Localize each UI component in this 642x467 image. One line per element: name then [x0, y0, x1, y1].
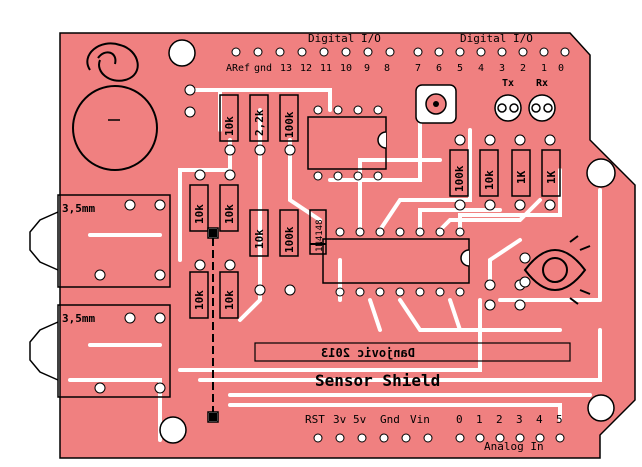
buzzer-circle — [72, 85, 158, 171]
resistor-low-1: 10k — [189, 271, 209, 319]
diode-value: 1N4148 — [315, 219, 325, 252]
led-tx-icon — [494, 94, 522, 122]
logo-sketch-icon — [86, 42, 139, 82]
pin-label: 5v — [353, 413, 367, 426]
mounting-hole-top-left — [168, 39, 196, 67]
pin-label: 9 — [364, 63, 370, 74]
pin-label: 3v — [333, 413, 347, 426]
pin-label: 2 — [520, 63, 526, 74]
resistor-right-1: 100k — [449, 149, 469, 197]
rx-label: Rx — [536, 78, 548, 89]
pin-label: 4 — [536, 413, 543, 426]
resistor-value: 10k — [253, 229, 266, 249]
resistor-upper-3: 100k — [279, 94, 299, 142]
pin-label: 8 — [384, 63, 390, 74]
power-header-pads — [313, 433, 433, 443]
mounting-hole-top-right — [586, 158, 616, 188]
ic-8pin — [307, 105, 387, 181]
audio-jack-upper: 3,5mm — [29, 194, 171, 288]
board-title: Sensor Shield — [315, 371, 440, 390]
resistor-value: 10k — [223, 290, 236, 310]
digital-io-label-right: Digital I/O — [460, 32, 533, 45]
credit-text: Danjovic 2013 — [321, 346, 415, 360]
pin-label: 4 — [478, 63, 484, 74]
mounting-hole-bottom-right — [587, 394, 615, 422]
pin-label: 7 — [415, 63, 421, 74]
pin-label: gnd — [254, 63, 272, 74]
pin-label: RST — [305, 413, 325, 426]
resistor-right-4: 1K — [541, 149, 561, 197]
digital-io-label-left: Digital I/O — [308, 32, 381, 45]
pushbutton-icon — [415, 84, 457, 124]
analog-pin-labels: 0 1 2 3 4 5 — [456, 413, 563, 426]
top-pin-labels-right: 7 6 5 4 3 2 1 0 — [415, 63, 564, 74]
pin-label: 11 — [320, 63, 332, 74]
top-header-pads — [231, 47, 570, 57]
resistor-value: 1K — [515, 170, 528, 184]
analog-in-label: Analog In — [484, 440, 544, 453]
resistor-value: 10k — [223, 204, 236, 224]
pin-label: 5 — [457, 63, 463, 74]
resistor-right-2: 10k — [479, 149, 499, 197]
resistor-value: 10k — [483, 170, 496, 190]
resistor-value: 10k — [193, 204, 206, 224]
pin-label: 1 — [476, 413, 483, 426]
pin-label: 5 — [556, 413, 563, 426]
power-pin-labels: RST 3v 5v Gnd Vin — [305, 413, 430, 426]
resistor-value: 1K — [545, 170, 558, 184]
resistor-value: 100k — [283, 226, 296, 253]
tx-label: Tx — [502, 78, 514, 89]
resistor-low-2: 10k — [219, 271, 239, 319]
pin-label: 0 — [456, 413, 463, 426]
misc-pads — [94, 84, 556, 394]
resistor-upper-1: 10k — [219, 94, 239, 142]
pin-label: 13 — [280, 63, 292, 74]
resistor-mid-1: 10k — [189, 184, 209, 232]
diode-1n4148: 1N4148 — [309, 209, 327, 255]
resistor-mid-4: 100k — [279, 209, 299, 257]
resistor-upper-2: 2,2k — [249, 94, 269, 142]
jack-label: 3,5mm — [62, 312, 95, 325]
credit-box: Danjovic 2013 — [254, 342, 571, 362]
audio-jack-lower: 3,5mm — [29, 304, 171, 398]
pin-label: 6 — [436, 63, 442, 74]
resistor-value: 100k — [283, 111, 296, 138]
pin-label: ARef — [226, 63, 250, 74]
jumper-wire — [207, 227, 219, 423]
pin-label: 3 — [516, 413, 523, 426]
led-rx-icon — [528, 94, 556, 122]
pin-label: 12 — [300, 63, 312, 74]
resistor-mid-3: 10k — [249, 209, 269, 257]
resistor-mid-2: 10k — [219, 184, 239, 232]
pin-label: 1 — [541, 63, 547, 74]
pin-label: 3 — [499, 63, 505, 74]
pin-label: Vin — [410, 413, 430, 426]
resistor-value: 100k — [453, 165, 466, 192]
top-pin-labels-left: ARef gnd 13 12 11 10 9 8 — [226, 63, 390, 74]
pin-label: 0 — [558, 63, 564, 74]
pin-label: 2 — [496, 413, 503, 426]
resistor-value: 10k — [193, 290, 206, 310]
mounting-hole-bottom-left — [159, 416, 187, 444]
pin-label: 10 — [340, 63, 352, 74]
resistor-value: 10k — [223, 116, 236, 136]
ic-dip-large — [322, 227, 470, 297]
resistor-right-3: 1K — [511, 149, 531, 197]
jack-label: 3,5mm — [62, 202, 95, 215]
analog-header-pads — [455, 433, 565, 443]
light-sensor-icon — [523, 235, 591, 305]
resistor-value: 2,2k — [253, 109, 266, 136]
pin-label: Gnd — [380, 413, 400, 426]
